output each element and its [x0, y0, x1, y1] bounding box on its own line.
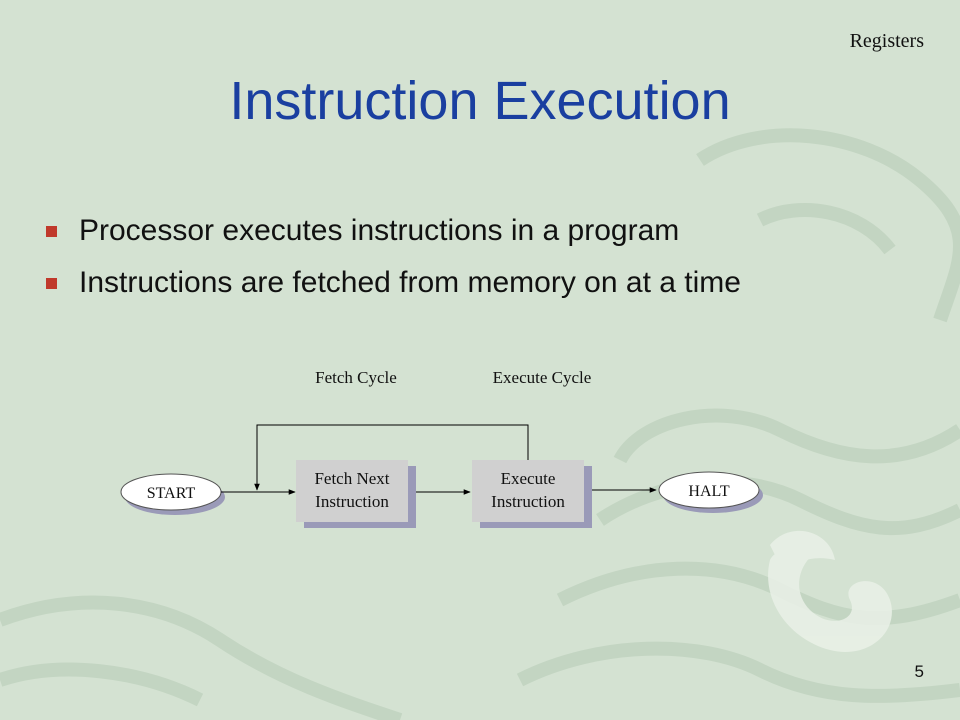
execute-box-line2: Instruction — [491, 492, 565, 511]
fetch-box-line2: Instruction — [315, 492, 389, 511]
corner-label: Registers — [849, 30, 924, 52]
square-bullet-icon — [46, 225, 57, 237]
execute-box — [472, 460, 584, 522]
fetch-box-line1: Fetch Next — [314, 469, 389, 488]
square-bullet-icon — [46, 277, 57, 289]
slide-title: Instruction Execution — [229, 71, 731, 131]
fetch-box — [296, 460, 408, 522]
execute-box-line1: Execute — [501, 469, 556, 488]
bullet-list: Processor executes instructions in a pro… — [46, 205, 741, 309]
loop-back-line — [254, 424, 529, 491]
execute-cycle-label: Execute Cycle — [493, 368, 592, 387]
fetch-cycle-label: Fetch Cycle — [315, 368, 397, 387]
bullet-item: Processor executes instructions in a pro… — [46, 205, 741, 257]
bullet-item: Instructions are fetched from memory on … — [46, 257, 741, 309]
bullet-text: Instructions are fetched from memory on … — [79, 266, 741, 299]
halt-ellipse — [658, 471, 760, 509]
start-label: START — [147, 485, 196, 502]
bullet-text: Processor executes instructions in a pro… — [79, 214, 680, 247]
halt-label: HALT — [688, 483, 729, 500]
page-number: 5 — [914, 662, 924, 681]
